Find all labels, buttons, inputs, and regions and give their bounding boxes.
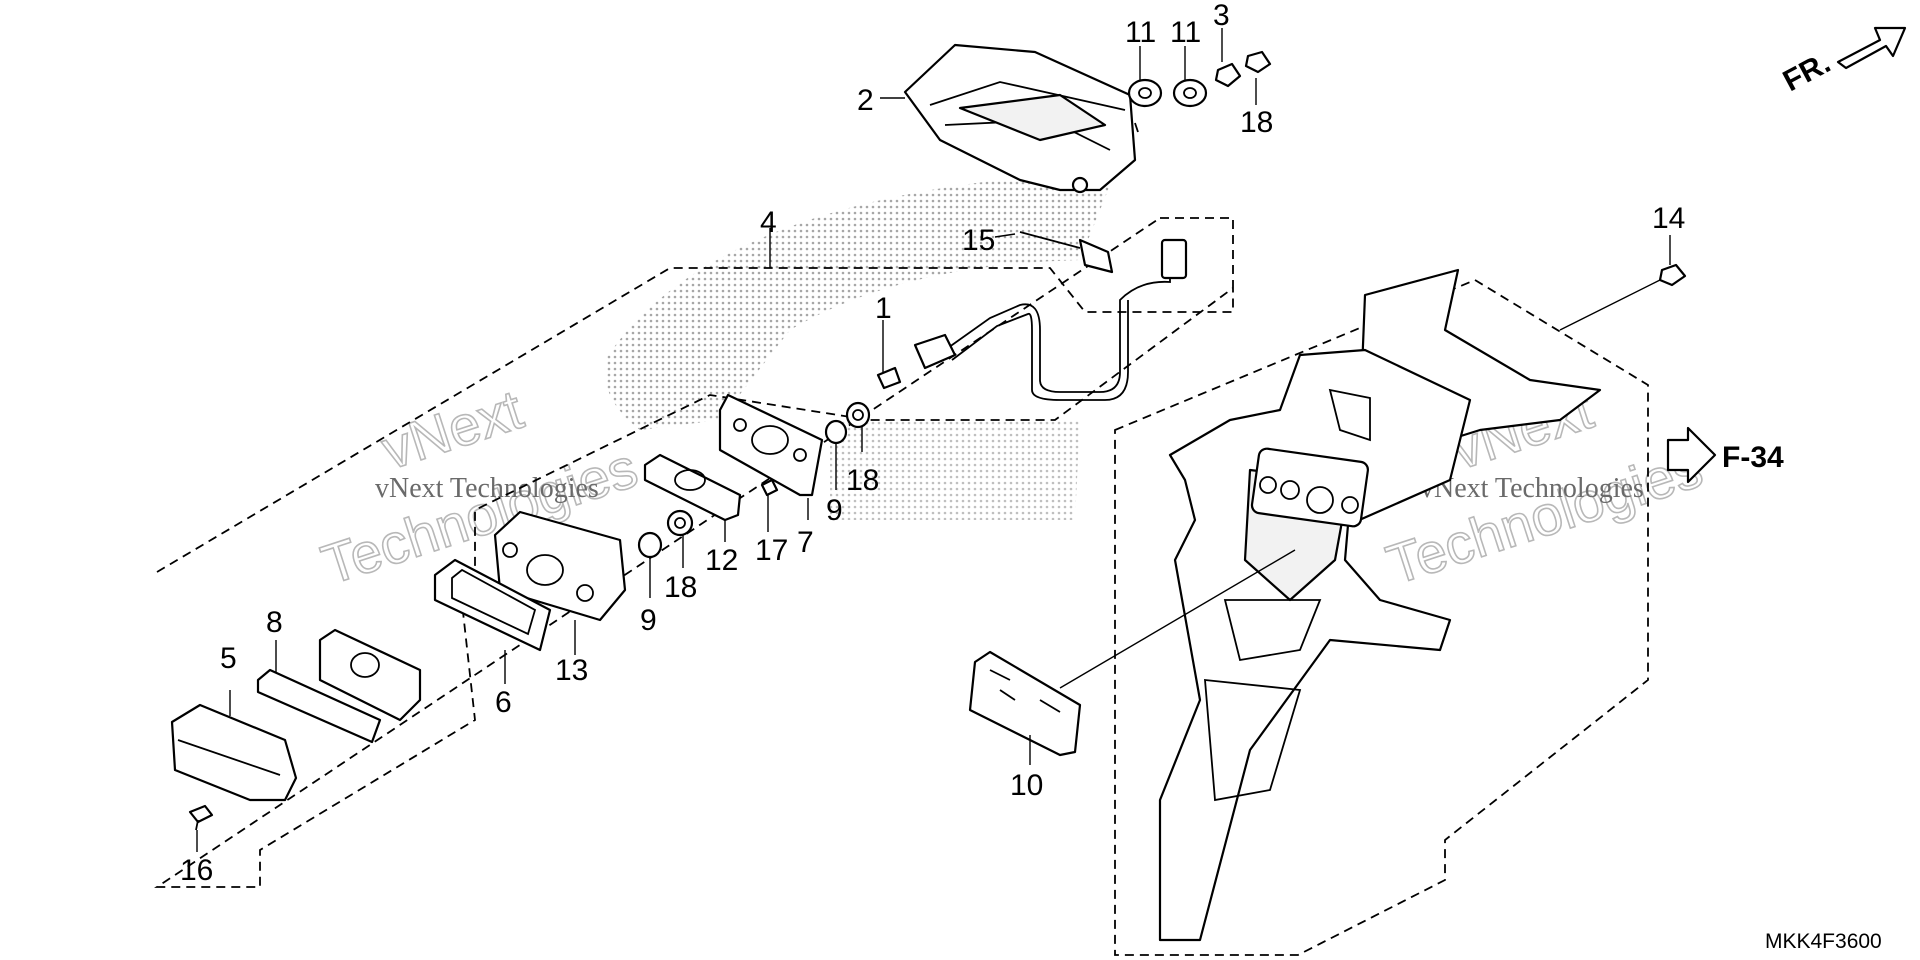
- front-direction-indicator: FR.: [1778, 26, 1907, 98]
- part-3-collar: [1214, 62, 1242, 88]
- callout-11a: 11: [1125, 16, 1156, 49]
- part-5-lens: [170, 703, 298, 802]
- callout-2: 2: [857, 84, 874, 117]
- part-12-plate: [643, 453, 742, 522]
- diagram-code: MKK4F3600: [1765, 930, 1882, 953]
- callout-7: 7: [797, 526, 814, 559]
- part-18-nut-top: [1244, 50, 1272, 74]
- assembly-boundary-left: [154, 217, 1234, 888]
- callout-10: 10: [1010, 769, 1043, 802]
- callout-16: 16: [180, 854, 213, 887]
- callout-11b: 11: [1170, 16, 1201, 49]
- part-2-taillight: [903, 43, 1139, 194]
- part-11-grommet-a: [1127, 78, 1163, 108]
- direction-label: FR.: [1778, 46, 1836, 98]
- callout-9a: 9: [826, 494, 843, 527]
- part-6-gasket: [433, 558, 552, 652]
- callout-15: 15: [962, 224, 995, 257]
- callout-14: 14: [1652, 202, 1685, 235]
- assembly-boundary-right: [1114, 278, 1649, 956]
- part-17-screw: [760, 478, 779, 497]
- callouts: 2 11 11 3 18 4 15 1 9 18 7 17 12 9 18 13…: [180, 0, 1685, 887]
- part-18-nut-low: [666, 509, 694, 537]
- watermark-caption-left: vNext Technologies: [375, 473, 599, 504]
- callout-18b: 18: [846, 464, 879, 497]
- part-7-bracket: [718, 393, 824, 497]
- reference-label: F-34: [1722, 441, 1784, 474]
- callout-3: 3: [1213, 0, 1230, 32]
- callout-17: 17: [755, 534, 788, 567]
- callout-5: 5: [220, 642, 237, 675]
- callout-8: 8: [266, 606, 283, 639]
- reference-arrow: F-34: [1666, 426, 1784, 484]
- callout-6: 6: [495, 686, 512, 719]
- part-14-nut: [1658, 263, 1687, 287]
- watermark-caption-right: vNext Technologies: [1420, 473, 1644, 504]
- callout-12: 12: [705, 544, 738, 577]
- part-1-harness: [876, 238, 1188, 401]
- callout-9b: 9: [640, 604, 657, 637]
- part-18-nut-mid: [845, 401, 871, 429]
- part-16-screw: [188, 804, 214, 831]
- callout-18c: 18: [664, 571, 697, 604]
- stipple-background-shape: [604, 180, 1110, 520]
- watermark-line1-left: vNext: [374, 377, 530, 481]
- callout-13: 13: [555, 654, 588, 687]
- part-15-connector: [1019, 231, 1114, 274]
- leader-lines: [196, 28, 1671, 852]
- callout-1: 1: [875, 292, 892, 325]
- callout-4: 4: [760, 206, 777, 239]
- part-8-seal: [256, 668, 382, 744]
- part-10-reflector: [968, 650, 1082, 757]
- callout-18a: 18: [1240, 106, 1273, 139]
- part-9-collar-b: [637, 531, 663, 559]
- part-9-collar-a: [824, 419, 848, 445]
- rear-fender: [1158, 268, 1602, 942]
- part-8-socket-base: [318, 628, 422, 722]
- part-11-grommet-b: [1172, 78, 1208, 108]
